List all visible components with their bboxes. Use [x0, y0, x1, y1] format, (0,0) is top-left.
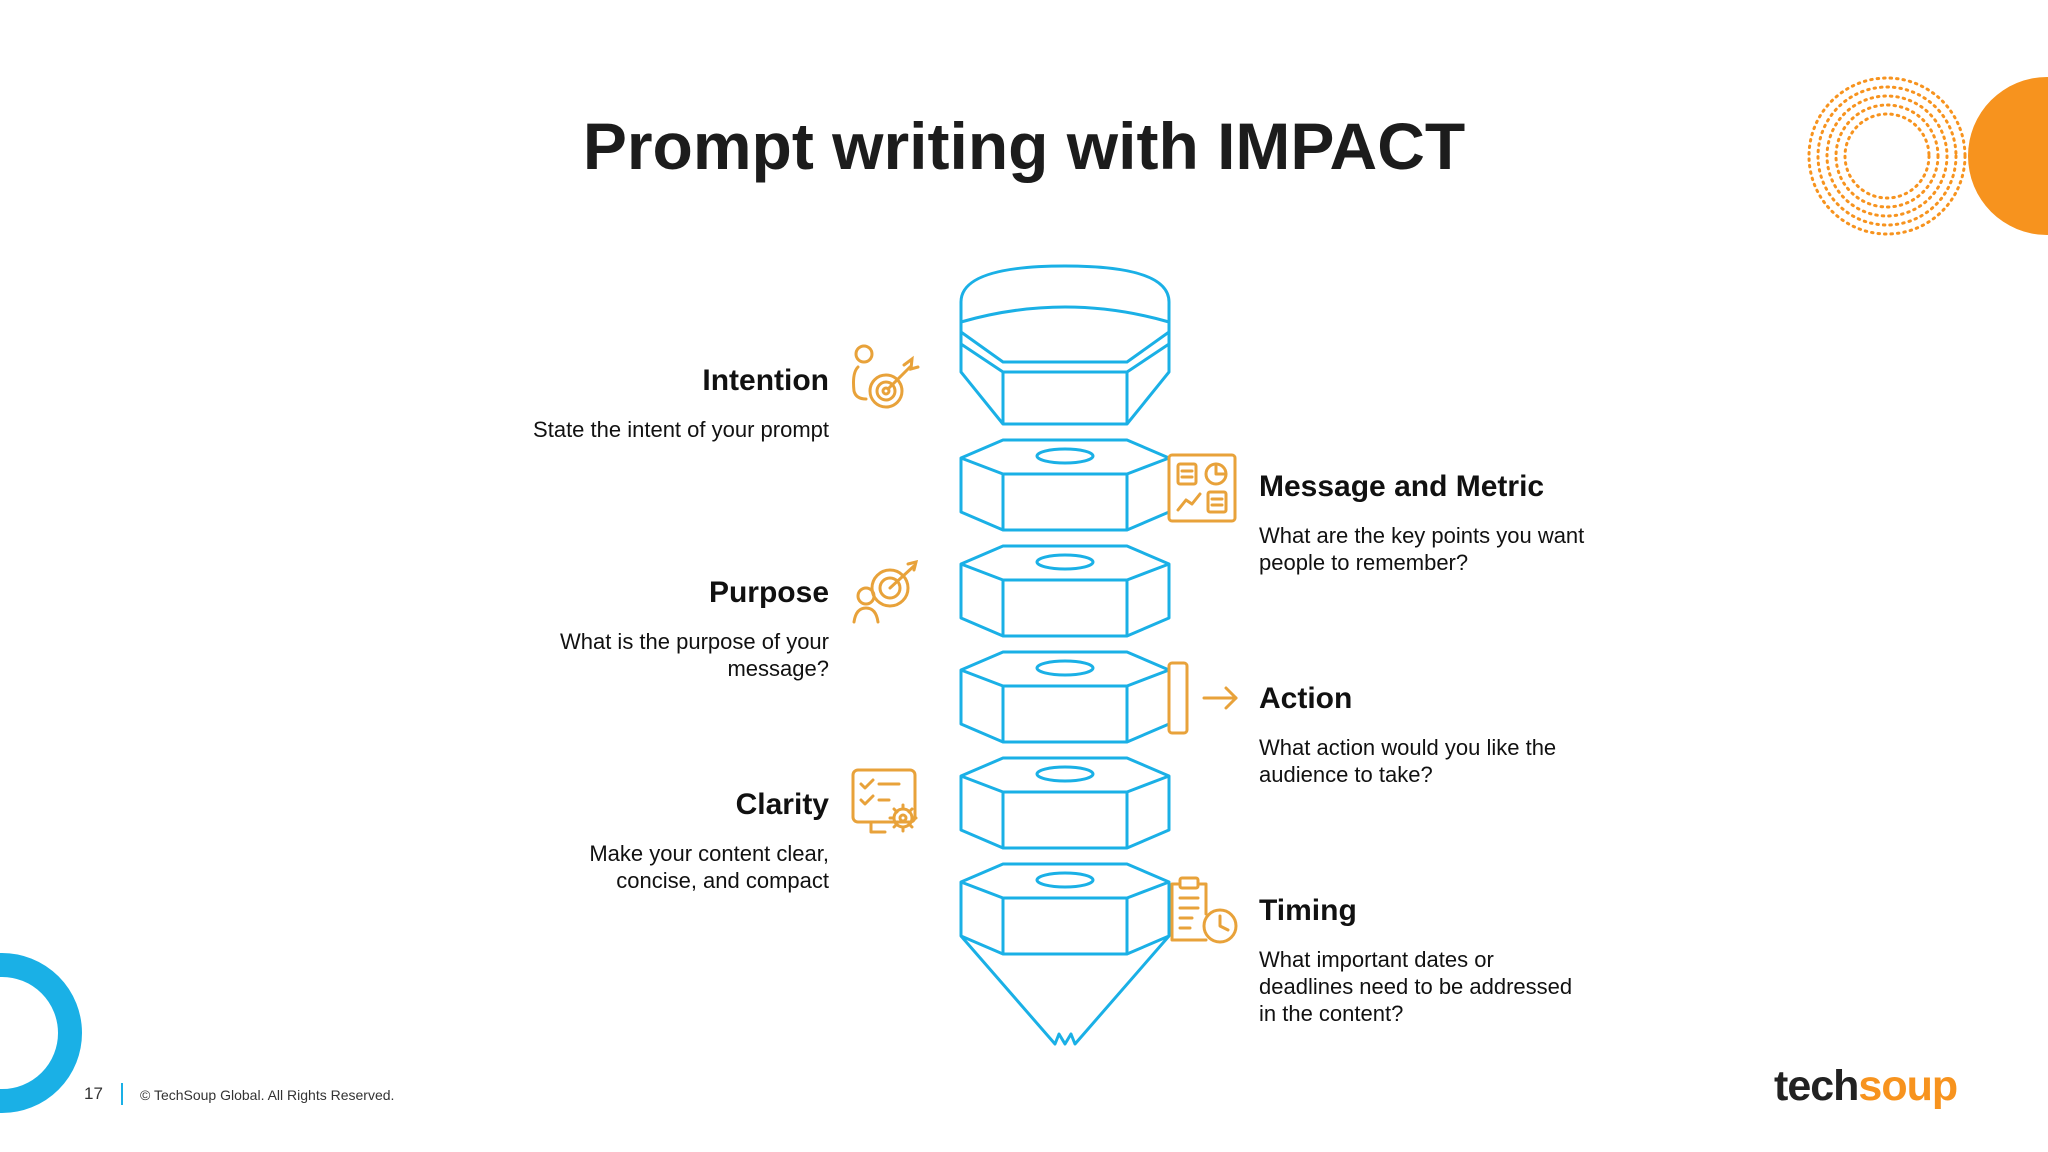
item-title-intention: Intention	[702, 364, 829, 397]
item-desc-intention: State the intent of your prompt	[533, 417, 829, 442]
item-title-purpose: Purpose	[708, 576, 829, 609]
dashboard-icon	[1167, 453, 1237, 523]
pencil-segment-2	[959, 544, 1171, 638]
item-desc-message-and-metric: What are the key points you want people …	[1259, 523, 1585, 575]
item-desc-timing: What important dates or deadlines need t…	[1259, 947, 1573, 1026]
pencil-segment-4	[959, 756, 1171, 850]
item-desc-clarity: Make your content clear, concise, and co…	[589, 841, 829, 893]
pencil-segment-1	[959, 438, 1171, 532]
pencil-diagram	[959, 264, 1171, 1046]
item-title-timing: Timing	[1259, 894, 1357, 927]
page-number: 17	[84, 1084, 103, 1103]
item-title-action: Action	[1259, 682, 1353, 715]
person-bullseye-icon	[852, 560, 919, 624]
techsoup-logo: techsoup	[1774, 1062, 1958, 1111]
pencil-top-segment	[959, 264, 1171, 426]
pencil-segment-3	[959, 650, 1171, 744]
logo-part-tech: tech	[1774, 1062, 1859, 1110]
copyright-text: © TechSoup Global. All Rights Reserved.	[140, 1087, 395, 1103]
item-title-message-and-metric: Message and Metric	[1259, 470, 1545, 503]
blue-ring-decoration	[0, 953, 82, 1113]
person-target-icon	[852, 344, 920, 409]
clipboard-clock-icon	[1170, 876, 1238, 944]
item-desc-action: What action would you like the audience …	[1259, 735, 1557, 787]
item-title-clarity: Clarity	[735, 788, 829, 821]
arrow-right-icon	[1167, 661, 1238, 735]
page-title: Prompt writing with IMPACT	[582, 109, 1466, 183]
dotted-circles-decoration	[1807, 76, 1967, 236]
checklist-gear-icon	[851, 768, 918, 834]
logo-part-soup: soup	[1858, 1062, 1958, 1110]
item-desc-purpose: What is the purpose of your message?	[559, 629, 829, 681]
pencil-tip-segment	[959, 862, 1171, 1046]
footer-divider	[121, 1083, 123, 1105]
